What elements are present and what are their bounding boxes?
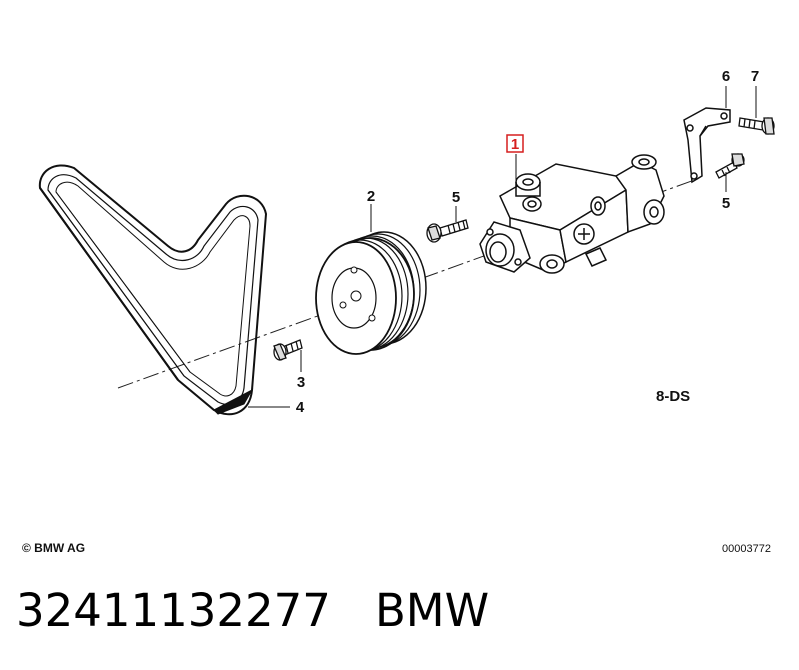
callout-1-highlight-box[interactable] [506,134,524,153]
bolt-part-3 [273,339,303,361]
callout-5-right[interactable]: 5 [722,195,730,212]
callouts: 1 2 3 4 5 5 6 7 8-DS [296,68,759,416]
bolt-part-7 [738,117,775,135]
copyright-notice: © BMW AG [22,541,86,555]
diagram-reference-number: 00003772 [722,543,771,555]
brand-name: BMW [374,584,490,637]
leader-lines [248,86,757,408]
bolt-part-5-left [426,219,469,243]
callout-2[interactable]: 2 [367,188,375,205]
part-number: 32411132277 [16,584,331,637]
bolt-part-5-right [715,153,745,179]
pump-part-1 [479,154,665,274]
callout-6[interactable]: 6 [722,68,730,85]
callout-7[interactable]: 7 [751,68,759,85]
callout-4[interactable]: 4 [296,399,305,416]
part-caption: 32411132277 BMW [16,584,489,637]
callout-5-left[interactable]: 5 [452,189,460,206]
callout-1[interactable]: 1 [511,136,519,153]
pulley-part-2 [315,231,427,355]
callout-3[interactable]: 3 [297,374,305,391]
belt-part-4 [38,164,268,416]
parts-diagram: 1 2 3 4 5 5 6 7 8-DS [38,68,775,416]
group-code: 8-DS [656,388,690,405]
bracket-part-6 [683,107,731,184]
